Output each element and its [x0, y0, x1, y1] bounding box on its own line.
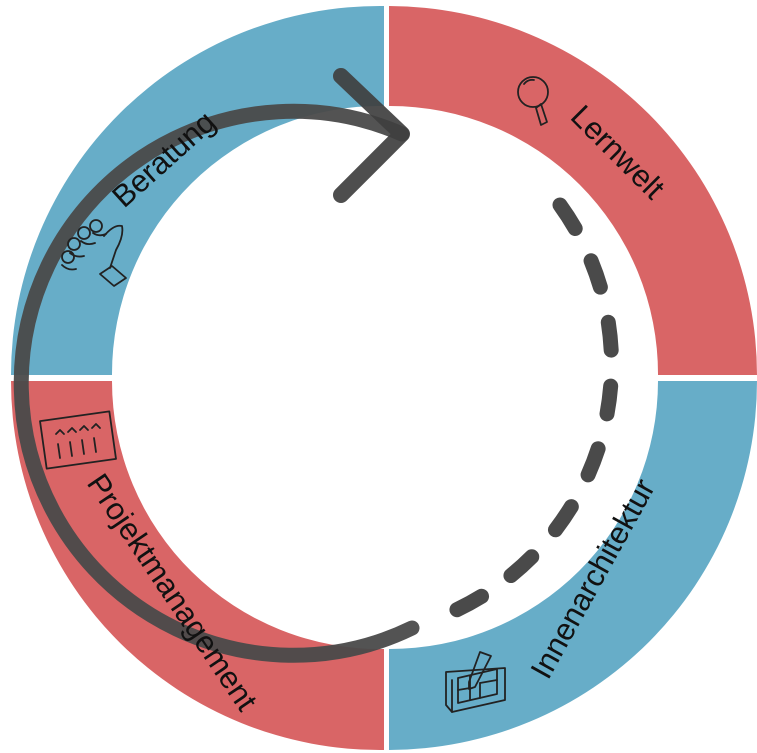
cycle-arrow-head: [333, 68, 410, 203]
project-board-icon: [39, 410, 117, 470]
cycle-arrow-solid: [13, 103, 420, 663]
team-hand-icon: [61, 219, 127, 287]
segment-innenarchitektur: [389, 381, 757, 750]
floor-plan-icon: [445, 651, 506, 713]
segment-lernwelt: [389, 6, 757, 375]
cycle-arrow-dashed: [444, 197, 620, 620]
segment-projektmanagement: [11, 381, 384, 751]
magnifier-icon: [517, 76, 549, 126]
segment-beratung: [10, 5, 384, 375]
